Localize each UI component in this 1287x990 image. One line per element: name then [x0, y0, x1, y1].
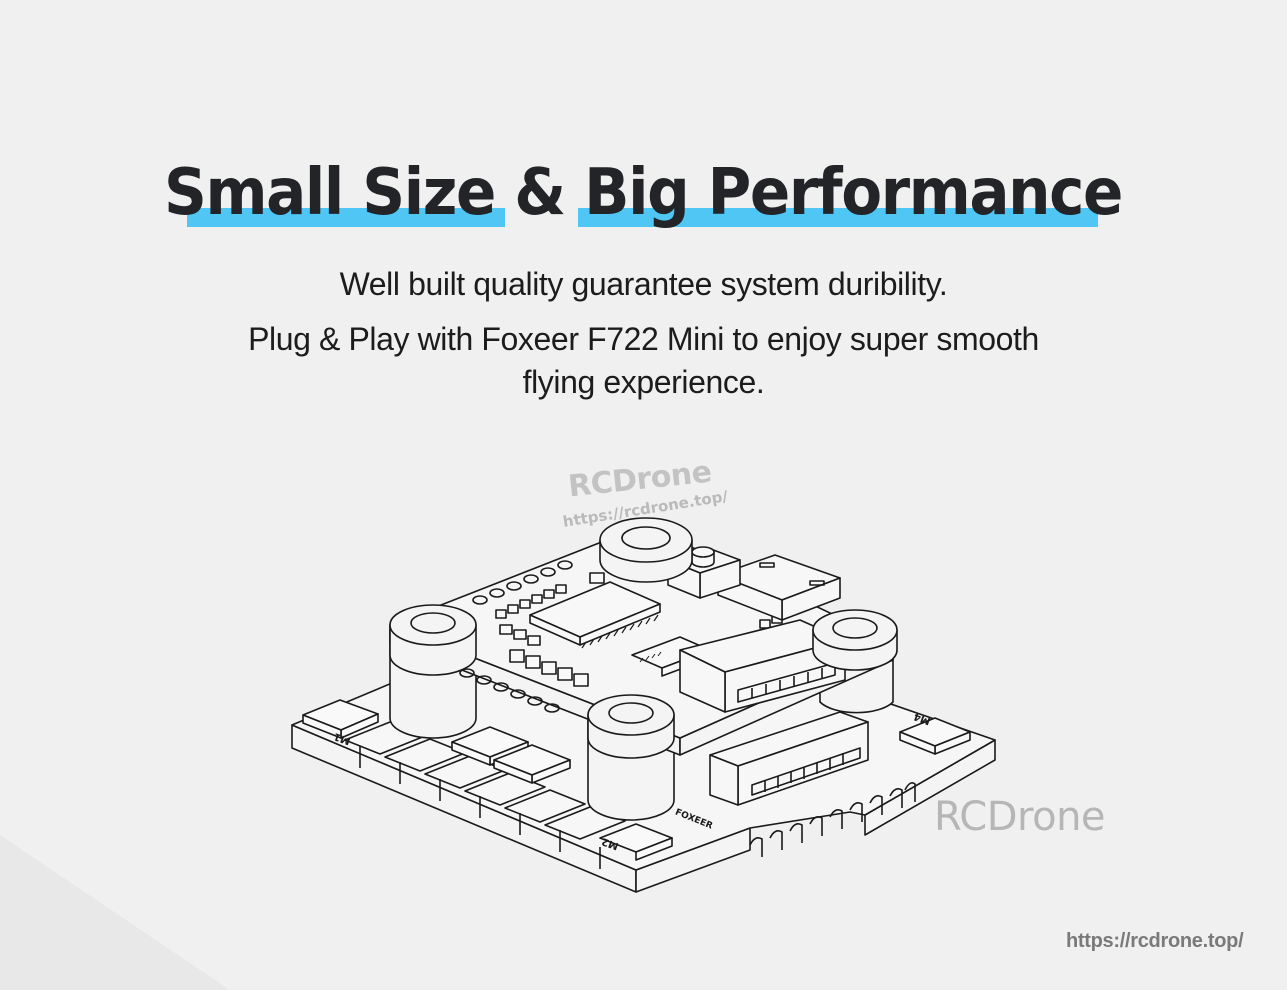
- description-line-3: flying experience.: [522, 364, 765, 400]
- label-m4: M4: [912, 710, 932, 726]
- description-line-1: Well built quality guarantee system duri…: [339, 266, 948, 302]
- description-line-2: Plug & Play with Foxeer F722 Mini to enj…: [248, 321, 1039, 357]
- title-highlight-bar-2: [578, 208, 1098, 227]
- fc-via-pads: [443, 561, 572, 712]
- label-m1: M1: [332, 730, 352, 746]
- footer-url-link[interactable]: https://rcdrone.top/: [1066, 930, 1244, 952]
- esc-front-pads: [345, 722, 625, 869]
- fc-passives: [496, 573, 782, 686]
- title-container: Small Size & Big Performance: [0, 150, 1287, 236]
- standoff-cap-front: [588, 695, 674, 758]
- standoff-cap-right: [813, 610, 897, 670]
- standoff-cap-top: [600, 518, 692, 582]
- fc-mcu-chip: [530, 582, 660, 648]
- label-m2: M2: [600, 835, 620, 851]
- standoff-cap-left: [390, 605, 476, 675]
- esc-connector: [710, 712, 868, 805]
- watermark-brand-large: RCDrone: [934, 794, 1106, 840]
- title-highlight-bar-1: [187, 208, 505, 227]
- fc-connector: [680, 620, 845, 712]
- esc-mosfets: [303, 700, 970, 860]
- page-title: Small Size & Big Performance: [164, 156, 1124, 230]
- esc-castellated-pads: [750, 783, 915, 857]
